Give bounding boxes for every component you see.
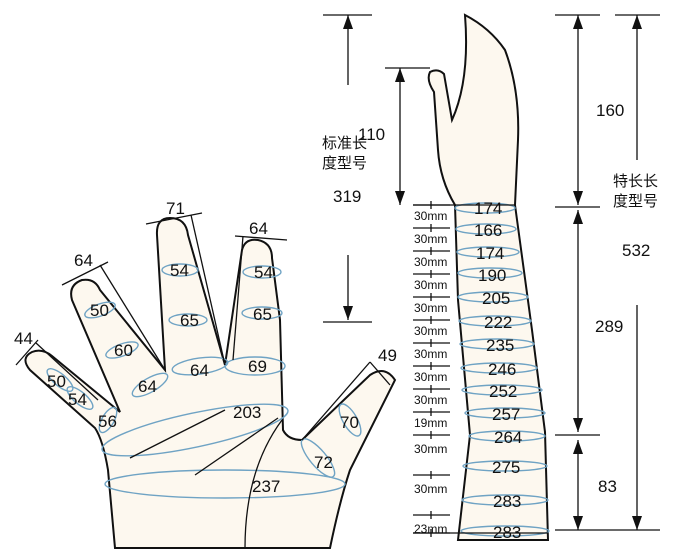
scale-interval: 30mm: [414, 347, 447, 361]
scale-interval: 30mm: [414, 301, 447, 315]
ring-girth-2: 60: [114, 341, 133, 360]
middle-girth-2: 65: [180, 311, 199, 330]
middle-girth-1: 54: [170, 261, 189, 280]
scale-tick: [413, 293, 450, 301]
scale-interval: 19mm: [414, 416, 447, 430]
extra-total-length: 532: [622, 241, 650, 260]
scale-interval: 30mm: [414, 482, 447, 496]
scale-interval: 30mm: [414, 278, 447, 292]
scale-interval: 30mm: [414, 209, 447, 223]
scale-interval: 30mm: [414, 232, 447, 246]
scale-tick: [413, 247, 450, 255]
arm-girth: 174: [476, 244, 504, 263]
extra-forearm-length: 289: [595, 317, 623, 336]
scale-tick: [413, 431, 450, 439]
arm-girth: 257: [492, 405, 520, 424]
extra-label-line2: 度型号: [613, 192, 658, 210]
arm-measure-rings: [454, 202, 550, 537]
arm-girth: 166: [474, 221, 502, 240]
thumb-girth-2: 72: [314, 453, 333, 472]
scale-tick: [413, 339, 450, 347]
index-width: 64: [249, 219, 268, 238]
thumb-width: 49: [378, 346, 397, 365]
standard-total-length: 319: [333, 187, 361, 206]
hand-measure-rings: [46, 263, 362, 499]
extra-cuff-length: 83: [598, 477, 617, 496]
ring-girth-1: 50: [90, 301, 109, 320]
palm-girth: 203: [233, 403, 261, 422]
scale-tick: [413, 316, 450, 324]
scale-tick: [413, 224, 450, 232]
pinky-width: 44: [14, 329, 33, 348]
scale-tick: [413, 385, 450, 393]
scale-tick: [413, 511, 450, 519]
standard-label-line2: 度型号: [322, 154, 367, 172]
standard-finger-length: 110: [358, 125, 385, 144]
hand-outline: [24, 216, 397, 549]
pinky-girth-3: 56: [98, 412, 117, 431]
arm-girth: 264: [494, 428, 522, 447]
arm-girth: 222: [484, 313, 512, 332]
arm-girth: 174: [474, 199, 502, 218]
pinky-girth-2: 54: [68, 390, 87, 409]
ring-girth-3: 64: [138, 377, 157, 396]
thumb-girth-1: 70: [340, 413, 359, 432]
extra-label-line1: 特长长: [613, 172, 658, 190]
scale-interval: 30mm: [414, 442, 447, 456]
scale-tick: [413, 471, 450, 479]
index-girth-2: 65: [253, 305, 272, 324]
scale-interval: 30mm: [414, 393, 447, 407]
scale-interval: 30mm: [414, 255, 447, 269]
ring-width: 64: [74, 251, 93, 270]
arm-girth: 190: [478, 266, 506, 285]
index-girth-1: 54: [254, 263, 273, 282]
arm-girth: 235: [486, 336, 514, 355]
arm-girth: 283: [493, 492, 521, 511]
middle-width: 71: [166, 199, 185, 218]
scale-tick: [413, 270, 450, 278]
scale-tick: [413, 408, 450, 416]
palm-creases: [15, 212, 391, 549]
scale-interval: 30mm: [414, 324, 447, 338]
scale-interval: 23mm: [414, 522, 447, 536]
pinky-girth-1: 50: [47, 372, 66, 391]
scale-bounds: [413, 204, 548, 534]
arm-girth: 205: [482, 289, 510, 308]
extra-hand-length: 160: [596, 101, 624, 120]
hand-girth: 237: [252, 477, 280, 496]
arrowheads: [343, 15, 642, 530]
scale-interval: 30mm: [414, 370, 447, 384]
arm-girth: 275: [492, 458, 520, 477]
arm-girth: 252: [489, 382, 517, 401]
scale-tick: [413, 362, 450, 370]
standard-label-line1: 标准长: [322, 134, 367, 152]
arm-girth: 246: [488, 360, 516, 379]
middle-girth-3: 64: [190, 361, 209, 380]
dimension-lines: [323, 14, 660, 531]
index-girth-3: 69: [248, 357, 267, 376]
